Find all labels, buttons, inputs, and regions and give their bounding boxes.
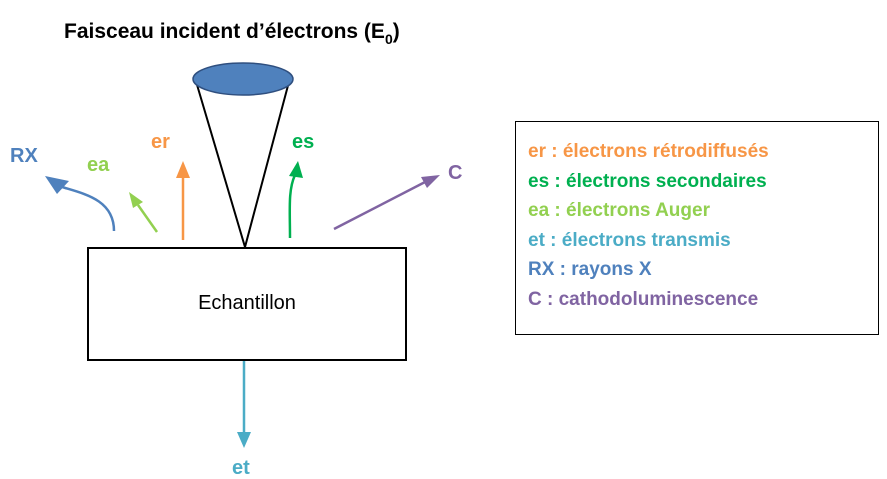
rx-label: RX [10, 145, 38, 167]
c-arrow [334, 175, 440, 229]
sample-label: Echantillon [198, 292, 296, 314]
legend-item-et: et : électrons transmis [528, 226, 878, 256]
ea-label: ea [87, 154, 110, 176]
et-label: et [232, 457, 250, 479]
er-arrow [176, 161, 190, 240]
et-arrow [237, 361, 251, 448]
legend-box: er : électrons rétrodiffusés es : électr… [515, 121, 879, 335]
er-label: er [151, 131, 170, 153]
legend-item-ea: ea : électrons Auger [528, 196, 878, 226]
legend-item-rx: RX : rayons X [528, 255, 878, 285]
beam-cone [195, 78, 290, 247]
diagram-title: Faisceau incident d’électrons (E0) [64, 20, 400, 47]
legend-item-er: er : électrons rétrodiffusés [528, 137, 878, 167]
rx-arrow [45, 176, 114, 231]
c-label: C [448, 162, 462, 184]
beam-source-ellipse [193, 63, 293, 95]
es-arrow [289, 161, 303, 238]
legend-item-es: es : électrons secondaires [528, 167, 878, 197]
legend-item-c: C : cathodoluminescence [528, 285, 878, 315]
ea-arrow [129, 192, 157, 232]
es-label: es [292, 131, 314, 153]
